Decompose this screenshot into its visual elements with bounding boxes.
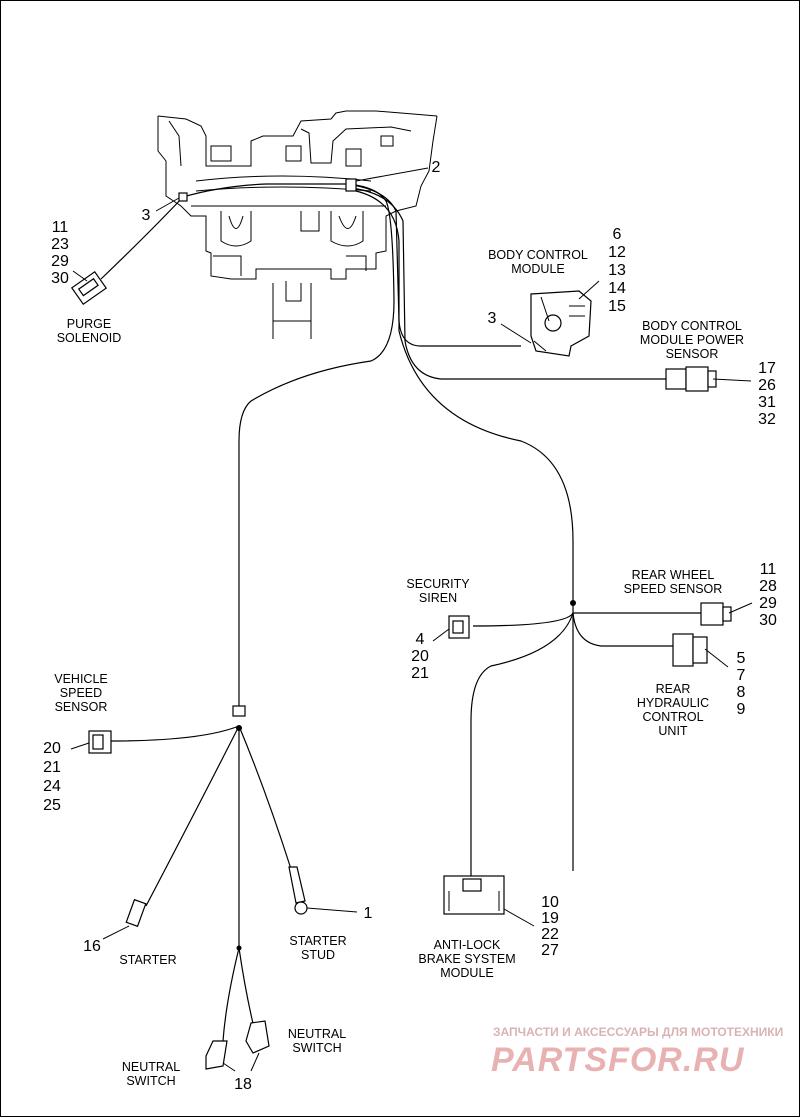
purge-solenoid-connector — [70, 270, 108, 306]
starter-stud-terminal — [288, 866, 308, 915]
neutral-switch-callout: 18 — [234, 1076, 252, 1093]
starter-stud-callout: 1 — [364, 905, 373, 922]
main-harness — [100, 183, 701, 1042]
leader-lines — [70, 167, 753, 1072]
neutral-switch-connectors — [205, 1020, 270, 1070]
harness-junctions — [178, 178, 576, 951]
body-control-module — [530, 290, 592, 357]
starter-callout: 16 — [83, 938, 101, 955]
abs-module — [443, 875, 505, 915]
vehicle-speed-sensor-connector — [88, 730, 112, 754]
starter-label: STARTER — [119, 953, 176, 967]
rear-hydraulic-control-unit-connector — [672, 633, 708, 667]
ground-left-callout: 3 — [142, 207, 151, 224]
security-siren-connector — [448, 615, 470, 639]
rear-wheel-speed-sensor-connector — [700, 602, 732, 626]
watermark-logo: PARTSFOR.RU — [491, 1041, 745, 1079]
starter-connector — [125, 898, 147, 928]
frame-ground-callout: 2 — [432, 159, 441, 176]
bcm-power-sensor-connector — [665, 366, 717, 392]
bcm-ground-callout: 3 — [488, 310, 497, 327]
watermark-tagline: ЗАПЧАСТИ И АКСЕССУАРЫ ДЛЯ МОТОТЕХНИКИ — [493, 1025, 783, 1039]
watermark: ЗАПЧАСТИ И АКСЕССУАРЫ ДЛЯ МОТОТЕХНИКИ PA… — [491, 1025, 783, 1079]
frame-assembly — [157, 110, 438, 339]
